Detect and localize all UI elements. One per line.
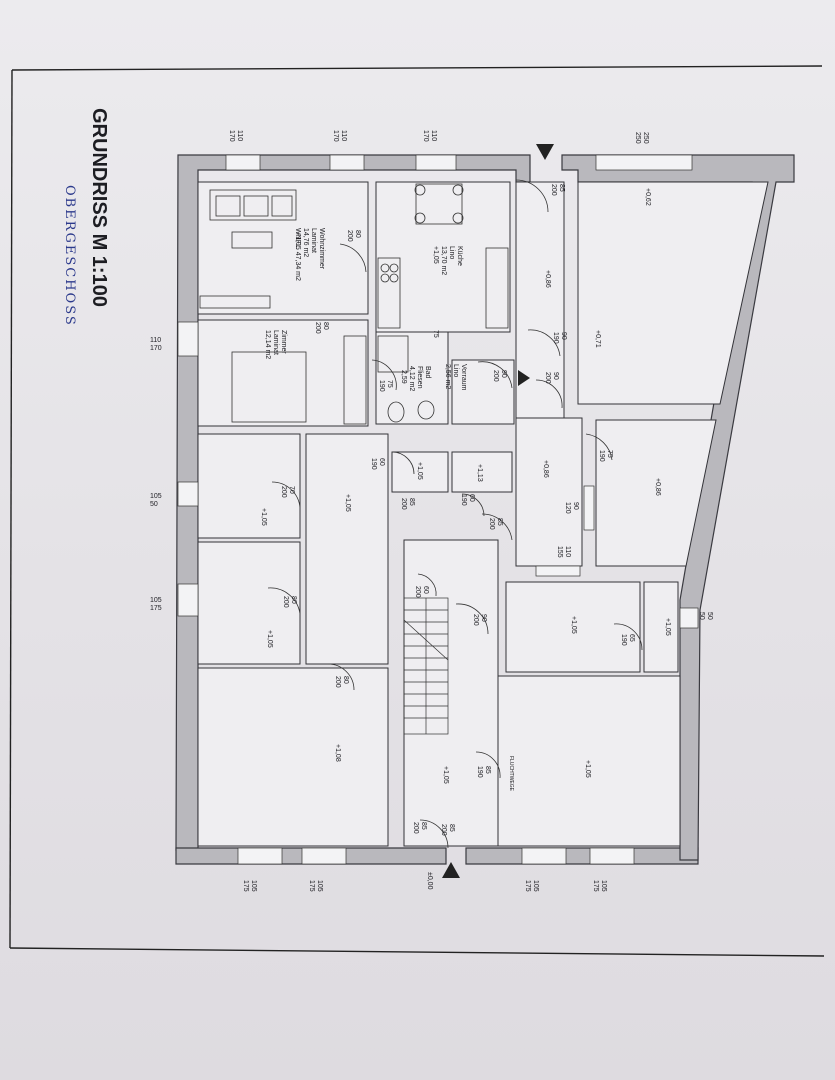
level-mark: +1,05 (294, 232, 301, 250)
level-mark: +1,05 (344, 494, 351, 512)
level-mark: +0,86 (654, 478, 661, 496)
svg-text:80200: 80200 (346, 230, 361, 242)
room-wc-1 (391, 451, 449, 493)
svg-text:85190: 85190 (476, 766, 491, 778)
svg-text:90200: 90200 (472, 614, 487, 626)
svg-text:80200: 80200 (334, 676, 349, 688)
room-gang-rechts (515, 181, 565, 419)
level-mark: +1,05 (260, 508, 267, 526)
room-stiegenhaus (403, 539, 499, 847)
svg-text:105175: 105175 (308, 880, 323, 892)
entrance-marker-vorraum (518, 370, 530, 386)
svg-text:105175: 105175 (150, 597, 162, 612)
room-gross-unten-rechts (497, 675, 681, 847)
level-mark: +1,13 (476, 464, 483, 482)
level-mark: +1,05 (442, 766, 449, 784)
svg-text:70200: 70200 (280, 486, 295, 498)
svg-text:110170: 110170 (422, 130, 437, 142)
room-bad (375, 331, 449, 425)
svg-text:110170: 110170 (150, 337, 162, 352)
svg-text:75190: 75190 (598, 450, 613, 462)
svg-text:110170: 110170 (228, 130, 243, 142)
svg-text:85200: 85200 (488, 518, 503, 530)
svg-text:85200: 85200 (440, 824, 455, 836)
windows (177, 154, 699, 865)
svg-text:85200: 85200 (412, 822, 427, 834)
svg-text:80200: 80200 (314, 322, 329, 334)
frame-left-border (9, 69, 13, 949)
room-kammer-2 (197, 541, 301, 665)
svg-text:250250: 250250 (634, 132, 649, 144)
door-swings (267, 179, 643, 849)
svg-text:60190: 60190 (460, 494, 475, 506)
staircase (403, 597, 449, 735)
furniture (199, 183, 509, 425)
section-marker-top (536, 144, 554, 160)
rooms (197, 181, 769, 847)
svg-text:105175: 105175 (524, 880, 539, 892)
room-wc-2 (451, 451, 513, 493)
level-mark: +1,05 (664, 618, 671, 636)
room-raum-rechts-mitte (595, 419, 717, 567)
room-labels: Wohnzimmer Laminat 14,76 m2 WNFL. 47,34 … (264, 228, 467, 392)
level-mark: +1,08 (334, 744, 341, 762)
room-grosser-raum-oben-rechts (577, 181, 769, 405)
frame-top-border (11, 65, 823, 71)
svg-text:5050: 5050 (698, 612, 713, 620)
svg-text:85200: 85200 (400, 498, 415, 510)
svg-text:75: 75 (432, 330, 439, 338)
svg-text:90120: 90120 (564, 502, 579, 514)
room-flur-links (305, 433, 389, 665)
room-label-vorraum: Vorraum Lino 2,56 m2 (444, 364, 467, 392)
level-mark: +1,05 (584, 760, 591, 778)
level-mark: +0,62 (644, 188, 651, 206)
level-mark: +0,86 (542, 460, 549, 478)
level-mark: +1,05 (416, 462, 423, 480)
room-zimmer (197, 319, 369, 427)
svg-text:80200: 80200 (282, 596, 297, 608)
svg-text:90190: 90190 (552, 332, 567, 344)
svg-text:90200: 90200 (492, 370, 507, 382)
room-label-wohnzimmer: Wohnzimmer Laminat 14,76 m2 WNFL. 47,34 … (294, 228, 325, 281)
svg-text:60200: 60200 (414, 586, 429, 598)
level-mark: +0,86 (544, 270, 551, 288)
svg-text:75190: 75190 (378, 380, 393, 392)
room-raum-unten-mitte (505, 581, 641, 673)
room-label-zimmer: Zimmer Laminat 12,14 m2 (264, 330, 287, 359)
svg-text:110155: 110155 (556, 546, 571, 558)
room-label-bad: Bad Fliesen 4,12 m2 (408, 366, 431, 391)
svg-text:85200: 85200 (550, 184, 565, 196)
svg-text:90200: 90200 (544, 372, 559, 384)
level-mark-entrance: ±0,00 (426, 872, 433, 890)
frame-bottom-border (9, 947, 825, 957)
room-flur-mitte (515, 417, 583, 567)
handwritten-floor-note: OBERGESCHOSS (62, 185, 77, 327)
svg-text:105175: 105175 (592, 880, 607, 892)
level-mark: +1,05 (570, 616, 577, 634)
level-mark: +1,05 (266, 630, 273, 648)
svg-text:105175: 105175 (242, 880, 257, 892)
floor-levels: +1,05 +0,86 +0,71 +0,62 +0,86 +0,86 +1,1… (260, 188, 671, 890)
annotation-fluchtwege: FLUCHTWEGE (508, 756, 514, 792)
svg-text:60190: 60190 (370, 458, 385, 470)
room-kueche (375, 181, 511, 333)
plan-title: GRUNDRISS M 1:100 (88, 108, 110, 307)
room-gross-unten-links (197, 667, 389, 847)
svg-text:110170: 110170 (332, 130, 347, 142)
level-mark: +0,71 (594, 330, 601, 348)
room-kammer-1 (197, 433, 301, 539)
room-abstellraum (643, 581, 679, 673)
svg-text:65190: 65190 (620, 634, 635, 646)
entrance-marker-bottom (442, 862, 460, 878)
room-wohnzimmer (197, 181, 369, 315)
svg-text:2,59: 2,59 (400, 370, 407, 384)
room-label-kueche: Küche Lino 13,70 m2 +1,05 (432, 246, 463, 277)
opening-dimensions: 85200 80200 80200 75190 90200 90200 9019… (280, 184, 635, 834)
